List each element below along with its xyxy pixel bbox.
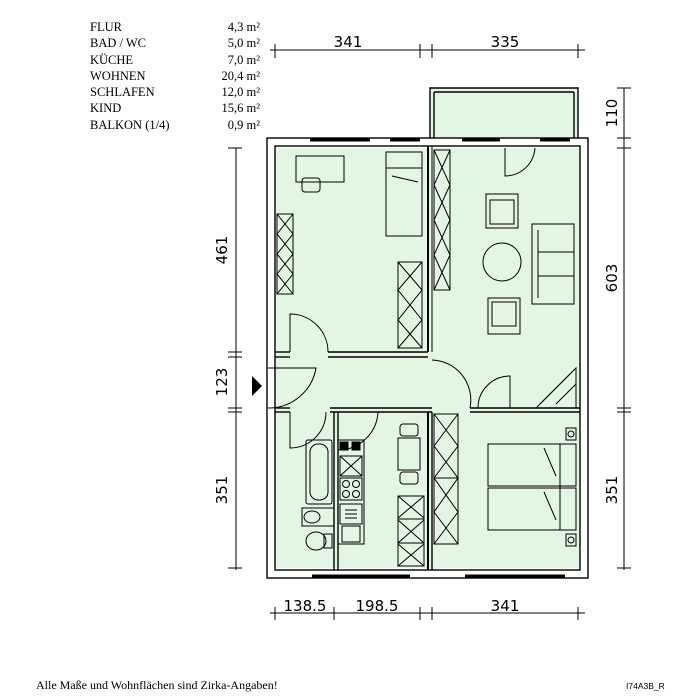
round-table-icon <box>482 242 522 282</box>
sofa-icon <box>531 223 575 305</box>
balcony-fill <box>430 88 578 138</box>
area-row-schlafen: SCHLAFEN 12,0 m² <box>90 84 260 100</box>
cabinet-icon <box>397 495 425 567</box>
stove-icon <box>339 477 363 501</box>
outer-wall <box>266 137 589 579</box>
dim-left-bottom: 351 <box>213 476 231 505</box>
entrance-door <box>267 367 317 409</box>
door-bad <box>289 411 327 449</box>
toilet-icon <box>305 531 327 551</box>
furniture <box>276 149 577 567</box>
dim-bottom-c: 341 <box>491 597 520 615</box>
dim-left-top: 461 <box>213 236 231 265</box>
dim-left-mid: 123 <box>213 368 231 397</box>
bathtub-icon <box>305 439 333 505</box>
door-balcony <box>504 147 536 177</box>
walls <box>266 87 589 579</box>
area-value: 4,3 m² <box>227 20 260 34</box>
area-row-balkon: BALKON (1/4) 0,9 m² <box>90 117 260 133</box>
bed-icon <box>385 151 423 237</box>
area-room: KÜCHE <box>90 52 134 67</box>
area-room: BAD / WC <box>90 36 147 51</box>
dim-right-top: 603 <box>603 264 621 293</box>
chair-icon <box>399 423 419 437</box>
area-room: SCHLAFEN <box>90 85 155 100</box>
chair-icon <box>399 471 419 485</box>
plan-code: I74A3B_R <box>626 681 665 691</box>
area-value: 12,0 m² <box>221 85 260 100</box>
area-value: 5,0 m² <box>227 36 260 51</box>
dining-table-icon <box>397 437 421 471</box>
doors <box>267 147 536 451</box>
area-value: 20,4 m² <box>221 68 260 83</box>
dim-right-bottom: 351 <box>603 476 621 505</box>
dim-bottom-b: 198.5 <box>356 597 399 615</box>
dimension-lines <box>228 44 631 620</box>
nightstand-icon <box>565 427 577 441</box>
area-row-wohnen: WOHNEN 20,4 m² <box>90 68 260 84</box>
armchair-icon <box>487 297 521 335</box>
kitchen-sink-icon <box>339 503 363 525</box>
footer-note: Alle Maße und Wohnflächen sind Zirka-Ang… <box>36 678 278 692</box>
dim-top-right: 335 <box>491 33 520 51</box>
area-room: KIND <box>90 101 122 116</box>
wardrobe-icon <box>397 261 423 349</box>
area-table: FLUR 4,3 m² BAD / WC 5,0 m² KÜCHE 7,0 m²… <box>90 19 260 133</box>
area-row-kind: KIND 15,6 m² <box>90 100 260 116</box>
area-value: 7,0 m² <box>227 52 260 67</box>
door-wohnen <box>477 375 511 409</box>
bed-icon <box>487 443 577 487</box>
nightstand-icon <box>565 533 577 547</box>
area-room: FLUR <box>90 20 122 34</box>
area-room: BALKON (1/4) <box>90 117 170 132</box>
dim-right-balcony: 110 <box>603 99 621 128</box>
door-kind <box>289 313 329 353</box>
wardrobe-icon <box>433 413 459 545</box>
bed-icon <box>487 487 577 531</box>
dim-bottom-a: 138.5 <box>284 597 327 615</box>
armchair-icon <box>485 193 519 229</box>
area-value: 15,6 m² <box>221 101 260 116</box>
kitchen-counter-icon <box>337 439 365 545</box>
area-row-kueche: KÜCHE 7,0 m² <box>90 52 260 68</box>
area-room: WOHNEN <box>90 68 146 83</box>
area-row-bad: BAD / WC 5,0 m² <box>90 35 260 51</box>
area-value: 0,9 m² <box>227 117 260 132</box>
dimension-labels: 341 335 138.5 198.5 341 461 123 351 110 … <box>213 33 621 615</box>
chair-icon <box>301 177 321 193</box>
balcony-outline <box>429 87 579 138</box>
door-schlafen <box>431 359 472 409</box>
entrance-arrow-icon <box>252 376 262 396</box>
sink-icon <box>301 507 335 527</box>
area-row-flur: FLUR 4,3 m² <box>90 19 260 35</box>
cabinet-icon <box>339 455 363 477</box>
dim-top-left: 341 <box>334 33 363 51</box>
